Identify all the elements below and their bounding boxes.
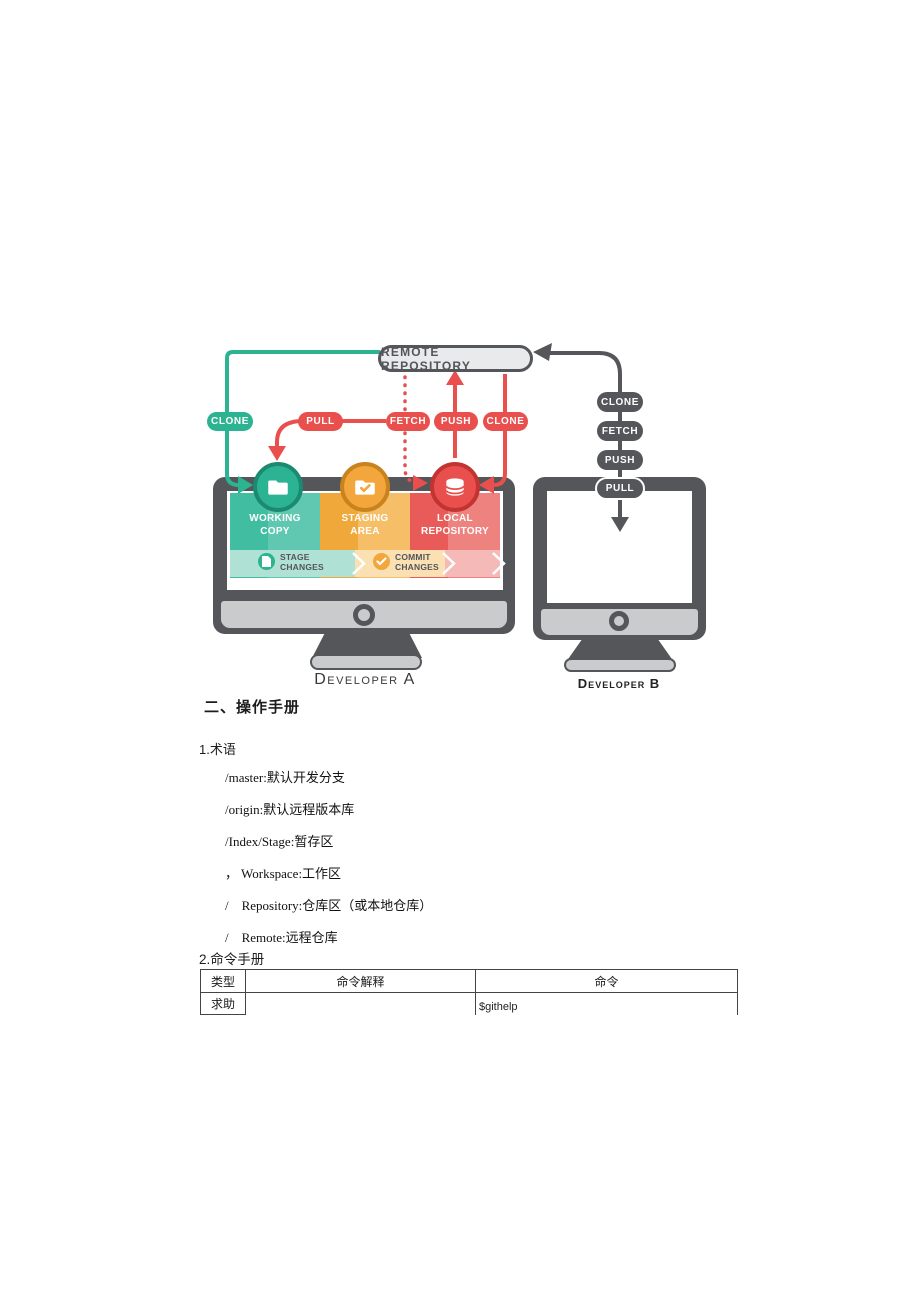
- fetch-badge-b: FETCH: [597, 421, 643, 441]
- developer-a-caption: Developer A: [314, 671, 416, 688]
- stage-strip: [230, 550, 355, 577]
- chevron-right-icon: [492, 552, 506, 575]
- folder-icon: [268, 480, 288, 495]
- monitor-b-stand-neck: [566, 636, 674, 662]
- push-arrowhead-icon: [446, 370, 464, 385]
- commit-strip: [355, 550, 445, 577]
- monitor-b-stand-base: [564, 658, 676, 672]
- header-explanation: 命令解释: [245, 970, 475, 992]
- working-copy-circle: [253, 462, 303, 512]
- staging-area-circle: [340, 462, 390, 512]
- push-badge-b: PUSH: [597, 450, 643, 470]
- commit-changes-icon: [373, 553, 390, 570]
- term-item: /master:默认开发分支: [225, 770, 345, 785]
- term-item: ， Workspace:工作区: [225, 866, 342, 881]
- stage-changes-icon: [258, 553, 275, 570]
- cell-explanation: [245, 993, 475, 1015]
- working-copy-label: WORKING COPY: [249, 513, 301, 537]
- fetch-badge: FETCH: [386, 412, 430, 431]
- chevron-right-icon: [442, 552, 456, 575]
- clone-a-arrowhead-icon: [238, 476, 253, 494]
- commit-changes-label: COMMIT CHANGES: [395, 552, 439, 573]
- table-row: 求助 $githelp: [200, 993, 738, 1015]
- cell-command: $githelp: [475, 993, 738, 1015]
- term-item: /origin:默认远程版本库: [225, 802, 355, 817]
- commands-title: 2.命令手册: [199, 952, 265, 967]
- monitor-a-button-icon: [353, 604, 375, 626]
- folder-check-icon: [355, 480, 375, 495]
- pull-badge-b: PULL: [595, 477, 645, 500]
- terms-title: 1.术语: [199, 742, 236, 757]
- database-icon: [445, 478, 465, 496]
- section-heading: 二、操作手册: [204, 699, 301, 716]
- term-item: /Index/Stage:暂存区: [225, 834, 334, 849]
- developer-b-caption: Developer B: [577, 676, 661, 691]
- local-repository-label: LOCAL REPOSITORY: [420, 513, 489, 537]
- chevron-right-icon: [352, 552, 366, 575]
- term-item: / Remote:远程仓库: [225, 930, 338, 945]
- monitor-b-button-icon: [609, 611, 629, 631]
- monitor-a-stand-base: [310, 654, 422, 670]
- push-badge: PUSH: [434, 412, 478, 431]
- into-remote-arrowhead-icon: [533, 343, 552, 361]
- header-type: 类型: [200, 970, 245, 992]
- stage-changes-label: STAGE CHANGES: [280, 552, 324, 573]
- clone-badge-b: CLONE: [597, 392, 643, 412]
- table-header-row: 类型 命令解释 命令: [200, 969, 738, 993]
- staging-area-label: STAGING AREA: [341, 513, 389, 537]
- pull-a-arrowhead-icon: [268, 446, 286, 461]
- pull-b-arrowhead-icon: [611, 517, 629, 532]
- term-item: / Repository:仓库区（或本地仓库）: [225, 898, 433, 913]
- fetch-arrowhead-icon: [413, 475, 428, 491]
- clone-b-arrowhead-icon: [479, 476, 494, 494]
- clone-badge-right: CLONE: [483, 412, 528, 431]
- monitor-a-stand-neck: [312, 628, 422, 658]
- clone-badge-left: CLONE: [207, 412, 253, 431]
- commands-table: 类型 命令解释 命令 求助 $githelp: [200, 969, 738, 1015]
- header-command: 命令: [475, 970, 738, 992]
- local-repository-circle: [430, 462, 480, 512]
- terms-list: /master:默认开发分支 /origin:默认远程版本库 /Index/St…: [225, 767, 432, 946]
- diagram-connectors: [225, 343, 629, 575]
- pull-badge: PULL: [298, 412, 343, 431]
- remote-repository-box: REMOTE REPOSITORY: [378, 345, 533, 373]
- cell-type: 求助: [200, 993, 245, 1015]
